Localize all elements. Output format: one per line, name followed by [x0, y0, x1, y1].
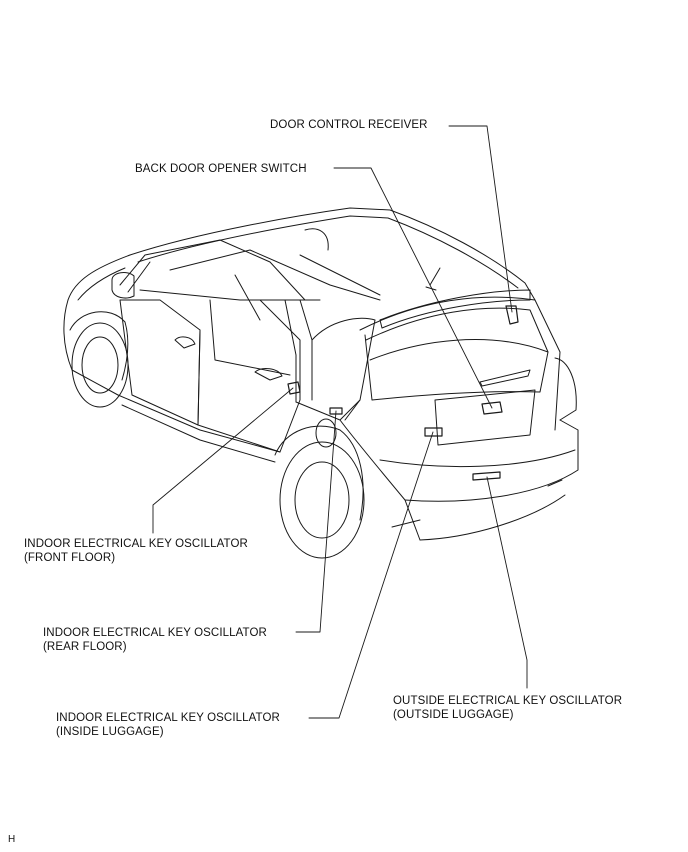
label-indoor-rear-line1: INDOOR ELECTRICAL KEY OSCILLATOR — [43, 627, 267, 639]
leader-door-control-receiver — [448, 125, 513, 313]
leader-lines — [152, 125, 528, 719]
label-outside-luggage: OUTSIDE ELECTRICAL KEY OSCILLATOR (OUTSI… — [393, 694, 622, 722]
label-indoor-rear-floor: INDOOR ELECTRICAL KEY OSCILLATOR (REAR F… — [43, 626, 267, 654]
label-outside-luggage-line2: (OUTSIDE LUGGAGE) — [393, 709, 514, 721]
outside-luggage-oscillator-marker — [472, 471, 501, 481]
corner-mark-text: H — [8, 834, 16, 845]
leader-indoor-luggage — [308, 431, 434, 719]
leader-indoor-rear — [295, 410, 337, 633]
label-indoor-luggage-line2: (INSIDE LUGGAGE) — [56, 726, 164, 738]
label-indoor-front-line1: INDOOR ELECTRICAL KEY OSCILLATOR — [24, 538, 248, 550]
label-back-door-opener-switch-text: BACK DOOR OPENER SWITCH — [135, 163, 307, 175]
label-outside-luggage-line1: OUTSIDE ELECTRICAL KEY OSCILLATOR — [393, 695, 623, 707]
indoor-luggage-oscillator-marker — [424, 427, 443, 437]
door-control-receiver-marker — [505, 305, 519, 325]
car-body — [63, 207, 579, 559]
indoor-front-oscillator-marker — [287, 381, 301, 395]
component-markers — [287, 305, 519, 481]
label-indoor-front-floor: INDOOR ELECTRICAL KEY OSCILLATOR (FRONT … — [24, 537, 248, 565]
label-back-door-opener-switch: BACK DOOR OPENER SWITCH — [135, 162, 307, 176]
back-door-opener-switch-marker — [481, 401, 503, 415]
indoor-rear-oscillator-marker — [329, 407, 343, 415]
label-door-control-receiver-text: DOOR CONTROL RECEIVER — [270, 119, 428, 131]
label-indoor-inside-luggage: INDOOR ELECTRICAL KEY OSCILLATOR (INSIDE… — [56, 711, 280, 739]
label-indoor-luggage-line1: INDOOR ELECTRICAL KEY OSCILLATOR — [56, 712, 280, 724]
leader-outside-luggage — [486, 476, 528, 689]
leader-back-door-opener-switch — [333, 167, 493, 409]
label-indoor-rear-line2: (REAR FLOOR) — [43, 641, 127, 653]
leader-indoor-front — [152, 387, 294, 534]
label-indoor-front-line2: (FRONT FLOOR) — [24, 552, 116, 564]
label-door-control-receiver: DOOR CONTROL RECEIVER — [270, 118, 428, 132]
corner-mark: H — [8, 833, 15, 847]
